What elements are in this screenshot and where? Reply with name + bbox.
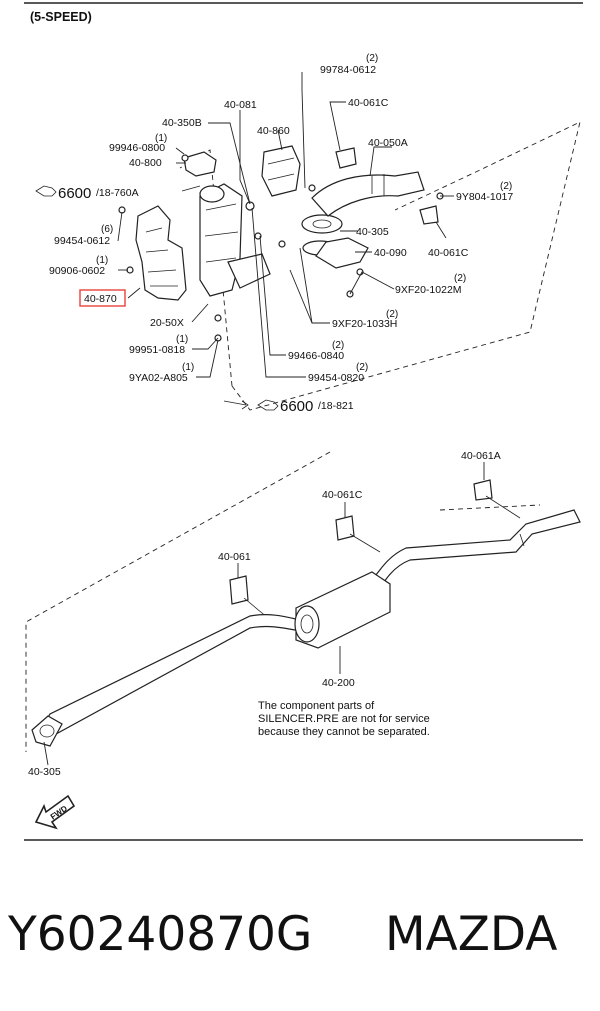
label-99466-0840: 99466-0840 [288,350,344,362]
label-40-061c-low: 40-061C [322,489,363,501]
label-40-800: 40-800 [129,157,162,169]
diagram-title: (5-SPEED) [30,10,92,24]
qty-99951: (1) [176,334,188,345]
service-note: The component parts of SILENCER.PRE are … [258,700,430,738]
heat-insulator-part [135,205,187,301]
qty-99784: (2) [366,53,378,64]
hanger-40-061c-mid [419,205,439,225]
label-9y804-1017: 9Y804-1017 [456,191,513,203]
qty-9xf20-1033h: (2) [386,309,398,320]
leader-lines-lower [43,462,485,766]
label-40-061c-mid: 40-061C [428,247,469,259]
qty-99454-0820: (2) [356,362,368,373]
label-99784-0612: 99784-0612 [320,64,376,76]
reference-arrow-1 [35,185,57,197]
label-40-305-low: 40-305 [28,766,61,778]
qty-9xf20-1022m: (2) [454,273,466,284]
label-40-061a: 40-061A [461,450,501,462]
label-99946-0800: 99946-0800 [109,142,165,154]
label-40-061: 40-061 [218,551,251,563]
qty-9ya02: (1) [182,362,194,373]
label-90906-0602: 90906-0602 [49,265,105,277]
hanger-40-061c-top [335,147,357,169]
note-line-1: The component parts of [258,700,375,712]
qty-99946: (1) [155,133,167,144]
label-40-870: 40-870 [84,293,117,305]
insulator-40-860-part [261,145,301,197]
hanger-40-061a-part [473,479,521,519]
hanger-40-061-part [229,575,269,619]
label-99454-0820: 99454-0820 [308,372,364,384]
qty-9y804: (2) [500,181,512,192]
brand-caption: MAZDA [385,907,557,962]
qty-99454-0612: (6) [101,224,113,235]
fwd-arrow-icon: FWD [34,794,76,830]
gasket-low-part [31,715,63,747]
note-line-2: SILENCER.PRE are not for service [258,713,430,725]
label-40-061c-top: 40-061C [348,97,389,109]
front-pipe-part [311,171,425,269]
label-99454-0612: 99454-0612 [54,235,110,247]
qty-99466: (2) [332,340,344,351]
label-9xf20-1022m: 9XF20-1022M [395,284,462,296]
qty-90906: (1) [96,255,108,266]
label-40-305-top: 40-305 [356,226,389,238]
label-40-350b: 40-350B [162,117,202,129]
label-40-090: 40-090 [374,247,407,259]
leader-lines-upper [117,72,454,378]
label-40-200: 40-200 [322,677,355,689]
part-highlight-box [79,289,126,307]
label-9xf20-1033h: 9XF20-1033H [332,318,397,330]
label-20-50x: 20-50X [150,317,184,329]
silencer-pre-part [294,571,391,649]
label-9ya02-a805: 9YA02-A805 [129,372,188,384]
label-40-081: 40-081 [224,99,257,111]
dashed-boundary [25,121,581,752]
part-number-caption: Y60240870G [7,907,312,962]
label-18-760a: /18-760A [96,187,139,199]
catalytic-converter-part [199,183,271,297]
label-40-860: 40-860 [257,125,290,137]
bracket-40-800-part [183,151,217,177]
label-18-821: /18-821 [318,400,354,412]
part-labels: (2) 99784-0612 40-081 40-061C 40-350B 40… [28,53,513,778]
hanger-40-061c-low-part [335,515,381,553]
label-99951-0818: 99951-0818 [129,344,185,356]
label-6600-ref-2: 6600 [280,398,313,415]
label-40-050a: 40-050A [368,137,408,149]
reference-arrow-2 [223,399,279,411]
note-line-3: because they cannot be separated. [258,726,430,738]
label-6600-ref-1: 6600 [58,185,91,202]
